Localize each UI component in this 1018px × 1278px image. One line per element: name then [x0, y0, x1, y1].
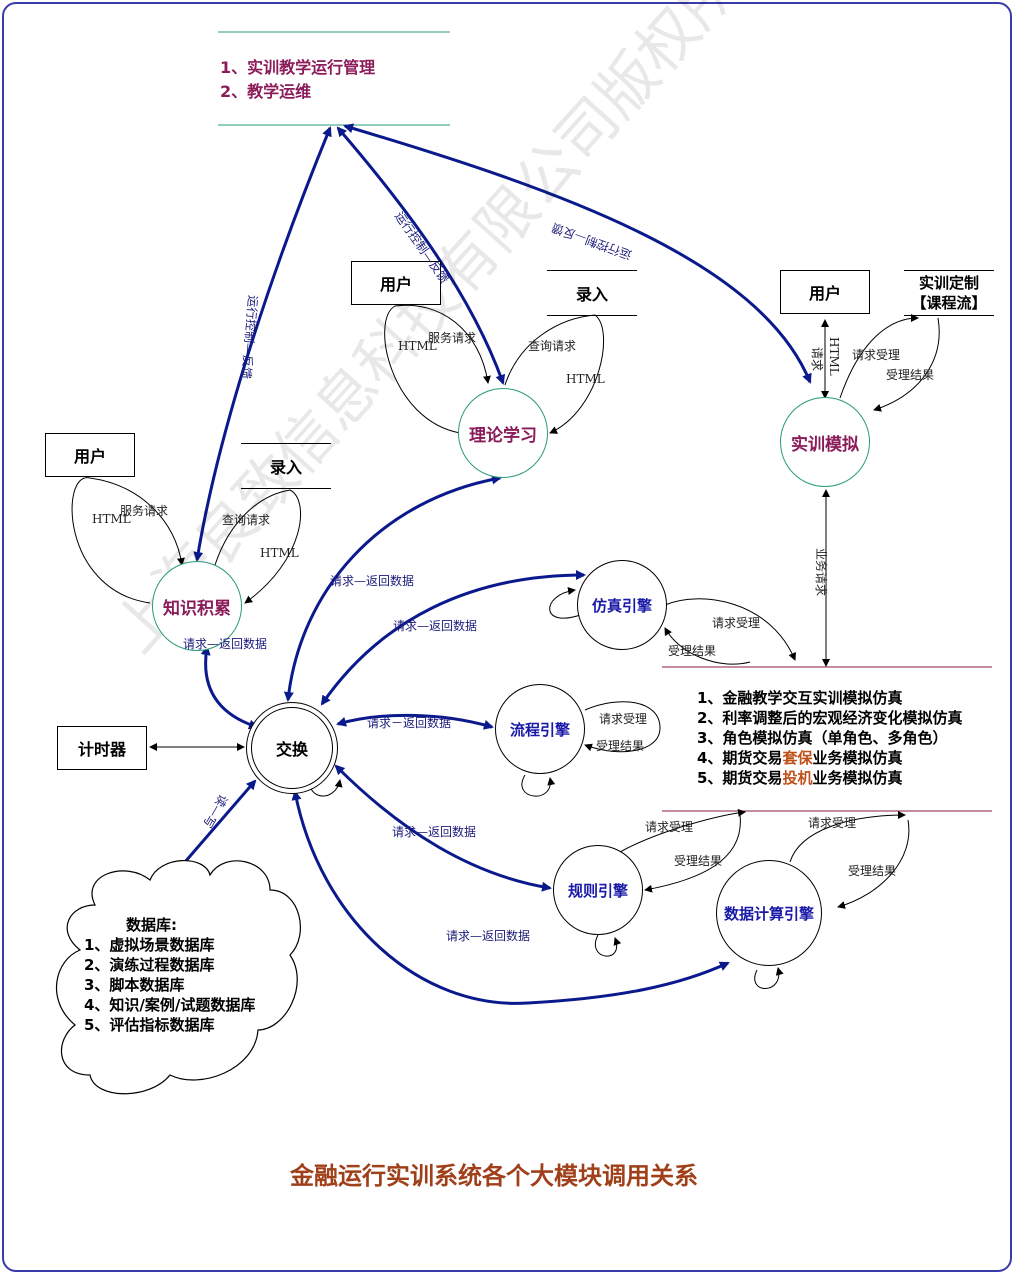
top-list-item: 1、实训教学运行管理: [220, 58, 376, 77]
diagram-caption: 金融运行实训系统各个大模块调用关系: [290, 1162, 698, 1190]
edge-exchange-theory: [283, 474, 502, 702]
label-practice-request: 请求: [810, 347, 824, 372]
label-business-request: 业务请求: [814, 548, 828, 597]
node-rule-engine: 规则引擎: [553, 845, 643, 935]
label-exchange-sim: 请求—返回数据: [393, 619, 478, 633]
top-list-item: 2、教学运维: [220, 82, 312, 101]
sim-engine-result: [664, 627, 751, 665]
sim-list: 1、金融教学交互实训模拟仿真 2、利率调整后的宏观经济变化模拟仿真 3、角色模拟…: [697, 688, 962, 788]
label-exchange-rule: 请求—返回数据: [392, 825, 477, 839]
label-practice-accept: 请求受理: [852, 348, 901, 362]
flow-engine-side-loop: [584, 701, 661, 753]
sim-item4-highlight: 套保: [782, 749, 813, 767]
node-theory: 理论学习: [458, 388, 548, 478]
sim-item4-post: 业务模拟仿真: [812, 749, 903, 767]
label-exchange-knowledge: 请求—返回数据: [183, 637, 268, 651]
sim-engine-self-loop: [549, 587, 584, 619]
practice-course-accept: [839, 314, 919, 399]
label-theory-service: 服务请求: [428, 331, 477, 345]
calc-engine-result: [837, 819, 910, 909]
database-item: 4、知识/案例/试题数据库: [84, 996, 256, 1014]
database-item: 5、评估指标数据库: [84, 1016, 215, 1034]
course-flow-line2: 【课程流】: [911, 294, 987, 312]
knowledge-entry-loop: [214, 489, 301, 604]
flow-engine-self-loop: [521, 774, 556, 797]
label-knowledge-query: 查询请求: [222, 513, 271, 527]
calc-engine-self-loop: [754, 967, 784, 989]
rule-engine-self-loop: [595, 934, 622, 957]
label-knowledge-service: 服务请求: [120, 504, 169, 518]
label-flow-result: 受理结果: [596, 739, 645, 753]
timer-box: 计时器: [57, 726, 147, 770]
sim-engine-accept: [664, 598, 796, 661]
course-flow-line1: 实训定制: [918, 274, 979, 292]
label-exchange-flow: 请求－返回数据: [367, 716, 452, 730]
label-theory-html-left: HTML: [398, 339, 437, 353]
label-calc-result: 受理结果: [848, 864, 897, 878]
node-knowledge: 知识积累: [152, 561, 242, 651]
edge-exchange-sim: [320, 570, 586, 706]
label-sim-accept: 请求受理: [712, 616, 761, 630]
calc-engine-accept: [789, 811, 906, 863]
rule-engine-result: [644, 814, 741, 893]
node-flow-engine: 流程引擎: [495, 684, 585, 774]
top-list: 1、实训教学运行管理 2、教学运维: [220, 56, 375, 104]
label-rule-accept: 请求受理: [645, 820, 694, 834]
practice-course-result: [873, 317, 940, 412]
label-knowledge-html-right: HTML: [260, 546, 299, 560]
database-item: 1、虚拟场景数据库: [84, 936, 215, 954]
label-exchange-calc: 请求—返回数据: [446, 929, 531, 943]
node-calc-engine: 数据计算引擎: [716, 860, 822, 966]
entry-store-theory: 录入: [547, 270, 637, 316]
label-exchange-theory: 请求—返回数据: [330, 574, 415, 588]
database-list: 数据库: 1、虚拟场景数据库 2、演练过程数据库 3、脚本数据库 4、知识/案例…: [84, 915, 255, 1035]
label-practice-result: 受理结果: [886, 368, 935, 382]
node-exchange-inner: 交换: [251, 707, 333, 789]
database-cloud: [55, 860, 301, 1095]
sim-list-item-4: 4、期货交易套保业务模拟仿真: [697, 748, 962, 768]
knowledge-user-loop: [71, 477, 185, 604]
sim-list-item: 3、角色模拟仿真（单角色、多角色）: [697, 729, 948, 747]
user-box-practice: 用户: [780, 270, 870, 314]
rule-engine-accept: [619, 808, 746, 853]
node-practice: 实训模拟: [780, 397, 870, 487]
label-flow-accept: 请求受理: [599, 712, 648, 726]
database-title: 数据库:: [126, 916, 177, 934]
edge-top-practice: [343, 123, 812, 384]
label-knowledge-html-left: HTML: [92, 512, 131, 526]
theory-user-loop: [384, 304, 491, 434]
sim-list-item: 1、金融教学交互实训模拟仿真: [697, 689, 903, 707]
edge-exchange-knowledge: [200, 645, 259, 730]
node-sim-engine: 仿真引擎: [577, 560, 667, 650]
sim-item5-highlight: 投机: [782, 769, 813, 787]
label-calc-accept: 请求受理: [808, 816, 857, 830]
label-rule-result: 受理结果: [674, 854, 723, 868]
sim-item5-pre: 5、期货交易: [697, 769, 783, 787]
label-theory-query: 查询请求: [528, 339, 577, 353]
course-flow-store: 实训定制 【课程流】: [904, 270, 994, 316]
sim-item4-pre: 4、期货交易: [697, 749, 783, 767]
label-sim-result: 受理结果: [668, 644, 717, 658]
sim-list-item-5: 5、期货交易投机业务模拟仿真: [697, 768, 962, 788]
edge-top-knowledge: [193, 126, 332, 562]
node-exchange: 交换: [246, 702, 338, 794]
edge-exchange-calc: [291, 790, 730, 1005]
sim-item5-post: 业务模拟仿真: [812, 769, 903, 787]
database-item: 2、演练过程数据库: [84, 956, 215, 974]
edge-exchange-flow: [336, 713, 494, 730]
user-box-knowledge: 用户: [45, 433, 135, 477]
database-item: 3、脚本数据库: [84, 976, 185, 994]
sim-list-item: 2、利率调整后的宏观经济变化模拟仿真: [697, 709, 963, 727]
entry-store-knowledge: 录入: [241, 443, 331, 489]
label-theory-html-right: HTML: [566, 372, 605, 386]
label-practice-html: HTML: [827, 337, 841, 376]
user-box-theory: 用户: [351, 261, 441, 305]
